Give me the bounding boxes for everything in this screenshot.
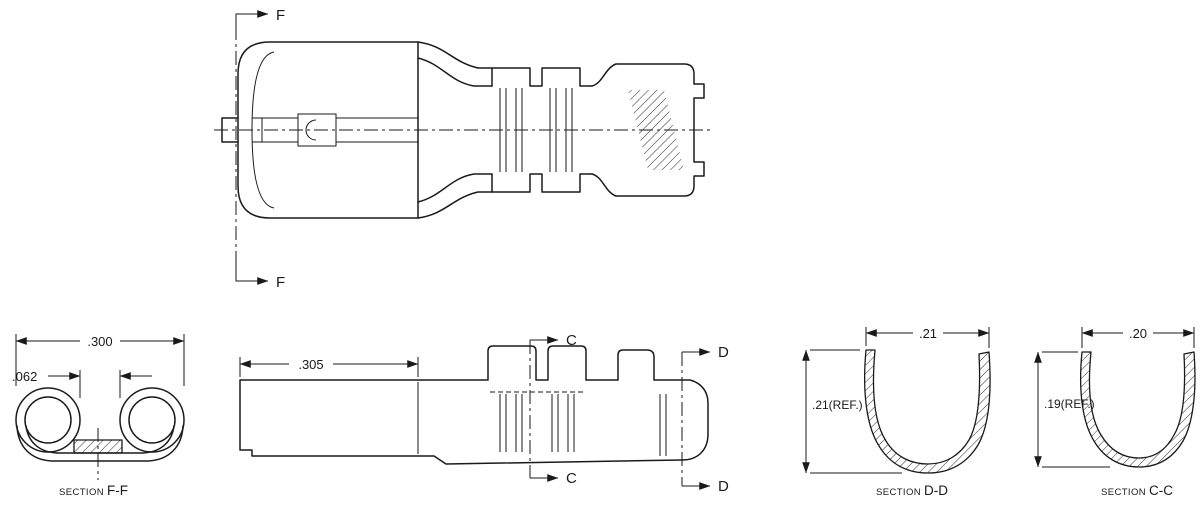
transition-plan	[417, 41, 493, 219]
section-f-top-label: F	[276, 7, 285, 24]
plan-view: F F	[214, 7, 710, 291]
section-cc-caption-prefix: SECTION	[1101, 487, 1146, 498]
section-f-cutline: F F	[235, 7, 285, 291]
dim-300-label: .300	[87, 334, 112, 349]
dim-21-ref: .21(REF.)	[802, 349, 902, 474]
section-dd-caption: SECTION D-D	[876, 483, 948, 498]
dim-300: .300	[15, 333, 185, 386]
section-d-cutline: D D	[681, 344, 729, 495]
latch-dimple	[297, 113, 337, 147]
knurl-texture	[628, 90, 684, 170]
right-curl-inner	[128, 396, 176, 444]
section-ff-caption-prefix: SECTION	[59, 487, 104, 498]
side-view: .305 C C D D	[239, 332, 729, 495]
dim-305-label: .305	[298, 357, 323, 372]
dim-20: .20	[1081, 325, 1195, 348]
crimp-serration-lines	[499, 88, 573, 172]
section-ff-caption-name: F-F	[107, 483, 128, 498]
left-curl-inner	[24, 396, 72, 444]
dim-20-label: .20	[1129, 326, 1147, 341]
section-ff-view: .300 .062 SECTION F-F	[12, 333, 185, 498]
dim-19-ref: .19(REF.)	[1034, 351, 1110, 468]
side-profile	[239, 345, 709, 465]
side-serration-lines	[499, 394, 667, 456]
dim-21-label: .21	[919, 326, 937, 341]
section-f-bottom-label: F	[276, 274, 285, 291]
section-ff-caption: SECTION F-F	[59, 483, 128, 498]
section-dd-caption-name: D-D	[924, 483, 948, 498]
dd-section-band	[864, 349, 991, 474]
section-cc-caption: SECTION C-C	[1101, 483, 1173, 498]
section-c-top-label: C	[566, 332, 577, 349]
section-d-top-label: D	[718, 344, 729, 361]
section-c-cutline: C C	[529, 332, 577, 487]
wire-crimp-plan	[491, 67, 593, 193]
section-dd-caption-prefix: SECTION	[876, 487, 921, 498]
dim-21: .21	[865, 325, 990, 348]
section-d-bottom-label: D	[718, 478, 729, 495]
dim-062-label: .062	[12, 369, 37, 384]
dim-062: .062	[12, 369, 152, 398]
cc-section-band	[1080, 351, 1196, 468]
section-c-bottom-label: C	[566, 470, 577, 487]
section-dd-view: .21 .21(REF.) SECTION D-D	[802, 325, 991, 498]
dim-19-ref-label: .19(REF.)	[1044, 397, 1095, 411]
receptacle-barrel-plan	[221, 41, 419, 219]
contact-stub	[221, 117, 239, 143]
insulation-crimp-plan	[591, 63, 705, 197]
section-cc-caption-name: C-C	[1149, 483, 1173, 498]
section-cc-view: .20 .19(REF.) SECTION C-C	[1034, 325, 1196, 498]
dim-21-ref-label: .21(REF.)	[812, 398, 863, 412]
dim-305: .305	[239, 356, 419, 377]
